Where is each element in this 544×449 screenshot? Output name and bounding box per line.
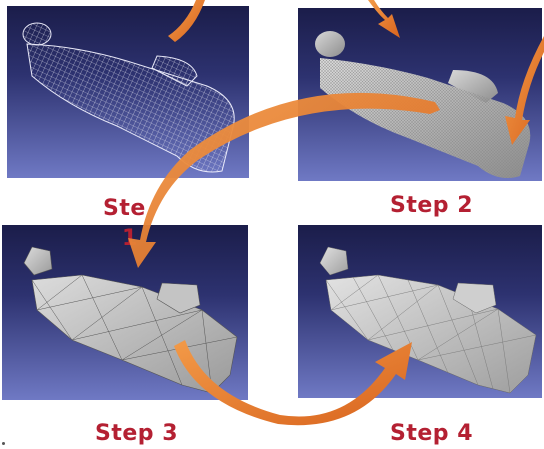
step4-label: Step 4 — [390, 421, 473, 446]
step3-label: Step 3 — [95, 421, 178, 446]
step2-label: Step 2 — [390, 193, 473, 218]
step3-panel — [2, 225, 248, 400]
wireframe-body-figure — [7, 6, 249, 178]
page-marker — [2, 442, 5, 445]
step1-label-number: 1 — [122, 226, 138, 251]
smoothed-mesh-body-figure — [298, 225, 542, 398]
step2-panel — [298, 8, 542, 181]
dense-mesh-body-figure — [298, 8, 542, 181]
step1-label: Ste — [103, 196, 146, 221]
coarse-mesh-body-figure — [2, 225, 248, 400]
step1-panel — [7, 6, 249, 178]
step4-panel — [298, 225, 542, 398]
